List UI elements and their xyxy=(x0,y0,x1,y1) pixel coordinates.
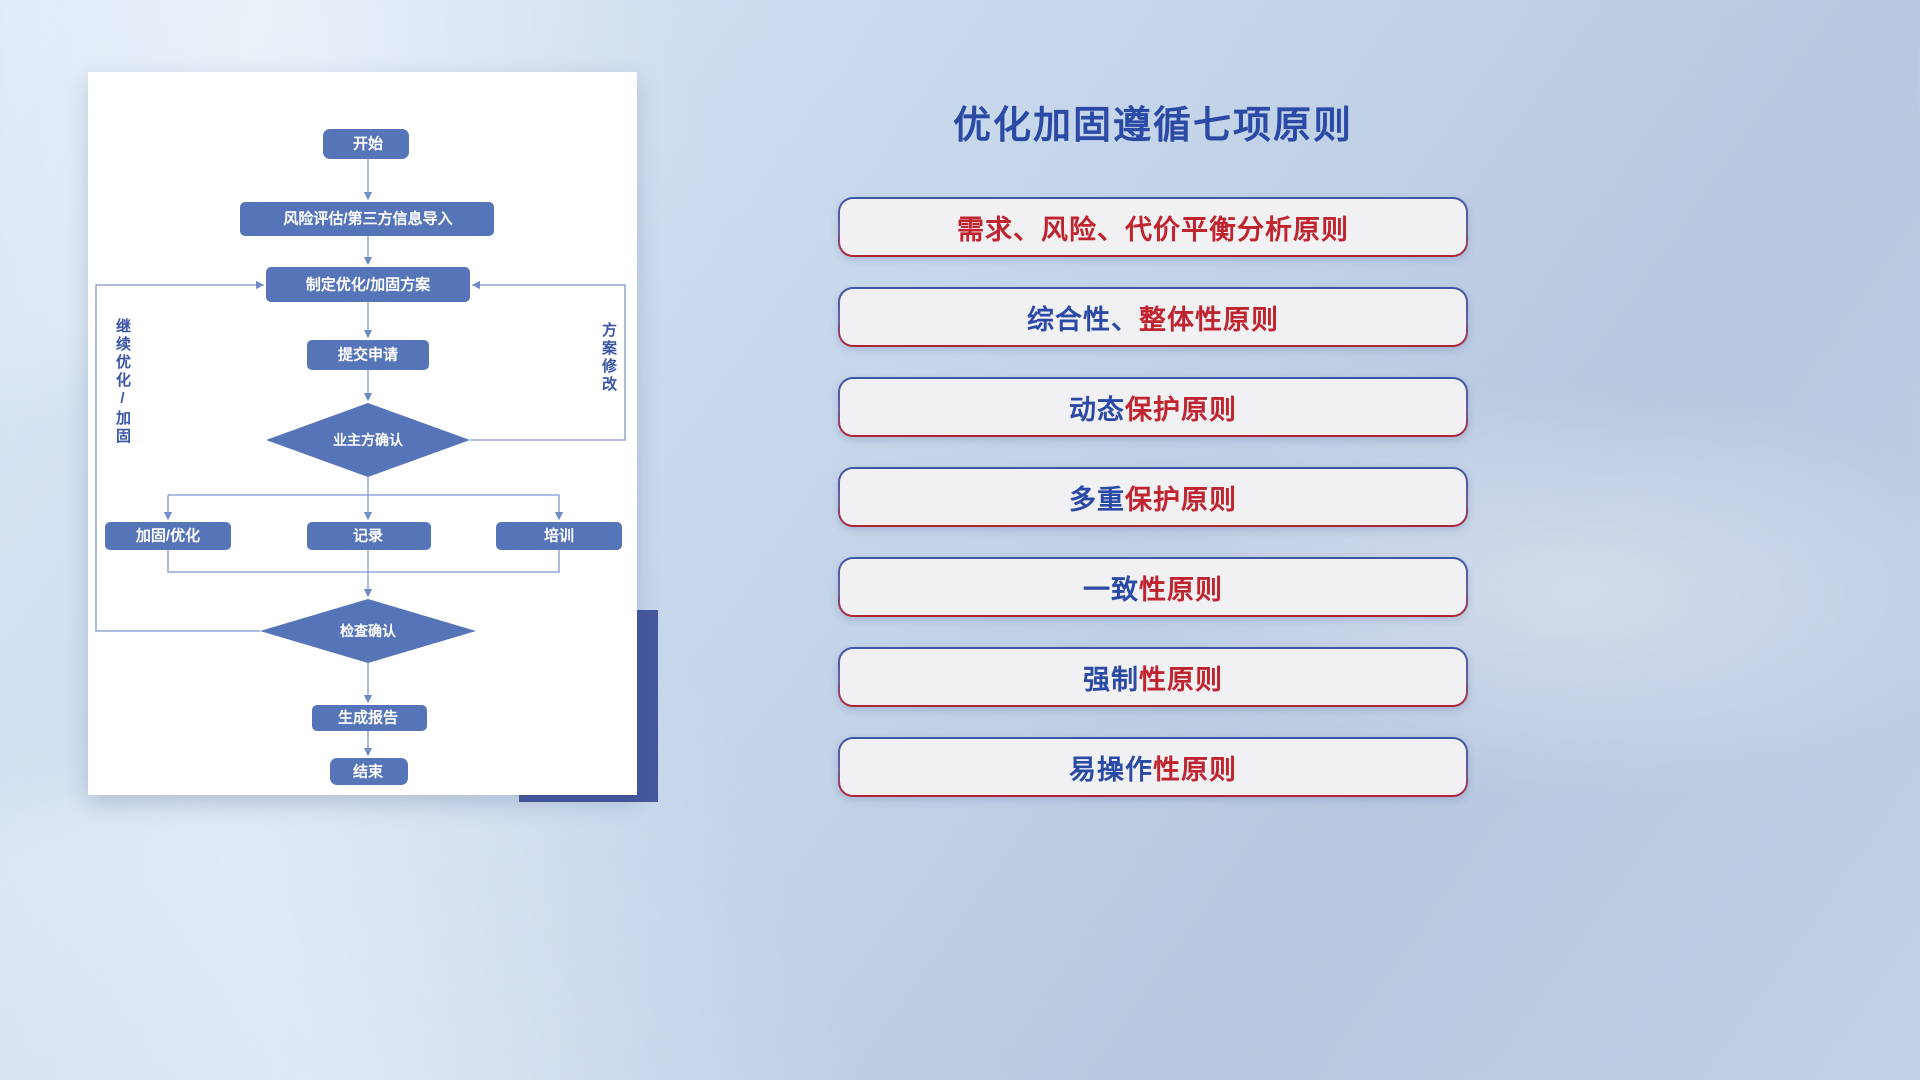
principle-card: 易操作性原则 xyxy=(838,737,1468,797)
flow-node-risk-import-label: 风险评估/第三方信息导入 xyxy=(283,210,452,228)
principle-card-label: 多重保护原则 xyxy=(840,469,1466,525)
principle-text-segment: 保护原则 xyxy=(1125,484,1237,515)
flow-node-owner-confirm-label: 业主方确认 xyxy=(333,432,404,448)
flow-side-label-plan-modify: 方案修改 xyxy=(600,322,617,394)
flow-node-end-label: 结束 xyxy=(353,763,384,781)
principle-card-label: 综合性、整体性原则 xyxy=(840,289,1466,345)
principle-text-segment: 需求、风险、代价平衡分析原则 xyxy=(957,214,1349,245)
principle-text-segment: 强制 xyxy=(1083,664,1139,695)
principle-card: 一致性原则 xyxy=(838,557,1468,617)
principle-card: 动态保护原则 xyxy=(838,377,1468,437)
flow-node-submit-label: 提交申请 xyxy=(338,346,398,364)
principle-text-segment: 易操作 xyxy=(1069,754,1153,785)
principle-card: 需求、风险、代价平衡分析原则 xyxy=(838,197,1468,257)
principle-card-label: 需求、风险、代价平衡分析原则 xyxy=(840,199,1466,255)
flowchart: 开始 风险评估/第三方信息导入 制定优化/加固方案 提交申请 业主方确认 加固/… xyxy=(95,129,626,785)
principle-text-segment: 动态 xyxy=(1069,394,1125,425)
page-title: 优化加固遵循七项原则 xyxy=(952,105,1353,147)
principle-text-segment: 性原则 xyxy=(1139,574,1223,605)
principle-text-segment: 性原则 xyxy=(1153,754,1237,785)
flow-node-harden-optimize-label: 加固/优化 xyxy=(135,527,200,545)
flow-node-start-label: 开始 xyxy=(353,135,383,153)
principle-card: 综合性、整体性原则 xyxy=(838,287,1468,347)
principles-list: 需求、风险、代价平衡分析原则 综合性、整体性原则 动态保护原则 多重保护原则 一… xyxy=(838,197,1468,797)
flow-node-make-plan-label: 制定优化/加固方案 xyxy=(306,276,431,294)
principle-text-segment: 多重 xyxy=(1069,484,1125,515)
principle-card-label: 一致性原则 xyxy=(840,559,1466,615)
principle-text-segment: 性原则 xyxy=(1139,664,1223,695)
flow-node-check-confirm-label: 检查确认 xyxy=(340,623,397,639)
principle-card-label: 强制性原则 xyxy=(840,649,1466,705)
flowchart-card: 开始 风险评估/第三方信息导入 制定优化/加固方案 提交申请 业主方确认 加固/… xyxy=(88,72,637,795)
flow-node-report-label: 生成报告 xyxy=(338,709,398,727)
flow-node-training-label: 培训 xyxy=(544,527,574,545)
principle-card-label: 易操作性原则 xyxy=(840,739,1466,795)
flow-node-check-confirm xyxy=(260,599,476,663)
flow-node-training xyxy=(496,522,622,550)
principle-text-segment: 综合性、 xyxy=(1027,304,1139,335)
principle-text-segment: 整体性原则 xyxy=(1139,304,1279,335)
principle-card: 强制性原则 xyxy=(838,647,1468,707)
flow-node-harden-optimize xyxy=(105,522,231,550)
flow-node-record xyxy=(307,522,431,550)
principle-card-label: 动态保护原则 xyxy=(840,379,1466,435)
principle-text-segment: 保护原则 xyxy=(1125,394,1237,425)
flow-node-record-label: 记录 xyxy=(353,528,383,545)
principle-text-segment: 一致 xyxy=(1083,574,1139,605)
flow-side-label-continue: 继续优化/加固 xyxy=(114,318,131,446)
principle-card: 多重保护原则 xyxy=(838,467,1468,527)
